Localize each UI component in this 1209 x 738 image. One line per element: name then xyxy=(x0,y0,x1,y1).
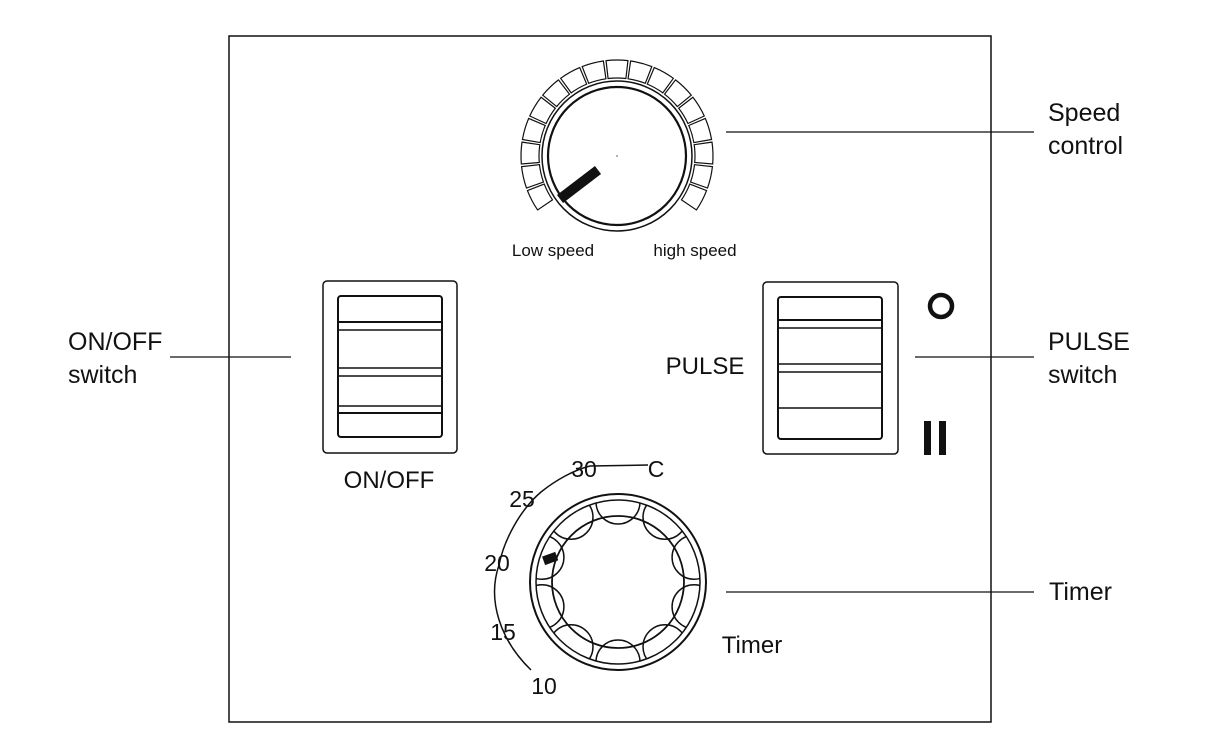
position-1-bar-left xyxy=(924,421,931,455)
speed-scale-segment xyxy=(581,60,607,85)
speed-scale-segment xyxy=(541,79,571,108)
timer-scale-10: 10 xyxy=(531,673,557,699)
timer-grip-scallop xyxy=(548,500,594,541)
panel-frame xyxy=(228,35,992,723)
speed-scale-segment xyxy=(520,164,545,189)
timer-callout: Timer xyxy=(1049,578,1112,606)
timer-grip-scallop xyxy=(642,500,688,541)
onoff-rocker-switch[interactable] xyxy=(322,280,458,454)
pulse-position-1-symbol: II xyxy=(924,421,946,455)
speed-scale-segment xyxy=(526,183,554,211)
speed-scale-segment xyxy=(521,117,546,144)
timer-knob-outer-ring xyxy=(529,493,707,671)
pulse-position-0-text: O xyxy=(941,305,942,307)
speed-scale-segment xyxy=(677,96,706,125)
pulse-switch-callout: PULSE switch xyxy=(1048,328,1137,389)
speed-scale-segment xyxy=(680,183,708,211)
timer-scale-30: 30 xyxy=(571,456,597,482)
speed-knob-outer-ring xyxy=(541,80,693,232)
pulse-switch-rocker xyxy=(777,296,883,440)
speed-scale-segment xyxy=(520,141,541,165)
position-0-ring xyxy=(927,292,955,320)
speed-scale-segment xyxy=(663,79,693,108)
timer-scale-15: 15 xyxy=(490,619,516,645)
pulse-switch-callout-line1: PULSE xyxy=(1048,328,1130,356)
onoff-switch-callout-line1: ON/OFF xyxy=(68,328,162,356)
timer-scale-25: 25 xyxy=(509,486,535,512)
onoff-switch-bezel xyxy=(322,280,458,454)
speed-scale-segment xyxy=(693,141,714,165)
speed-control-callout-line2: control xyxy=(1048,132,1123,160)
speed-scale-segment xyxy=(646,66,675,94)
speed-knob-face xyxy=(546,85,688,227)
timer-knob-pointer xyxy=(542,551,559,566)
speed-knob-center-dot xyxy=(616,155,618,157)
speed-scale-segment xyxy=(605,59,629,80)
pulse-switch-callout-line2: switch xyxy=(1048,361,1117,389)
timer-knob-grip-scallops xyxy=(536,500,700,664)
position-1-bar-right xyxy=(939,421,946,455)
speed-scale-segment xyxy=(528,96,557,125)
speed-knob-pointer xyxy=(556,166,602,203)
timer-panel-label: Timer xyxy=(722,632,782,659)
pulse-position-1-text: II xyxy=(935,439,936,441)
pulse-switch-bezel xyxy=(762,281,899,455)
pulse-position-0-symbol: O xyxy=(927,292,955,320)
high-speed-label: high speed xyxy=(653,241,736,260)
speed-scale-segment xyxy=(559,66,588,94)
onoff-panel-label: ON/OFF xyxy=(344,467,435,494)
speed-control-knob[interactable] xyxy=(520,59,714,232)
timer-grip-scallop xyxy=(548,623,594,664)
pulse-panel-label: PULSE xyxy=(666,353,745,380)
timer-scale-arc xyxy=(493,464,649,671)
onoff-switch-callout-line2: switch xyxy=(68,361,137,389)
speed-scale-segment xyxy=(689,164,714,189)
speed-control-callout: Speed control xyxy=(1048,99,1127,160)
pulse-rocker-switch[interactable] xyxy=(762,281,899,455)
speed-scale-segments xyxy=(520,59,714,211)
speed-control-callout-line1: Speed xyxy=(1048,99,1120,127)
timer-scale-20: 20 xyxy=(484,550,510,576)
onoff-switch-callout: ON/OFF switch xyxy=(68,328,169,389)
timer-knob[interactable] xyxy=(520,480,716,684)
timer-knob-face xyxy=(551,515,685,649)
onoff-switch-rocker xyxy=(337,295,443,438)
timer-grip-scallop xyxy=(642,623,688,664)
timer-scale-c: C xyxy=(648,456,665,482)
speed-scale-segment xyxy=(627,60,653,85)
speed-scale-segment xyxy=(688,117,713,144)
low-speed-label: Low speed xyxy=(512,241,594,260)
timer-knob-inner-ring xyxy=(535,499,701,665)
